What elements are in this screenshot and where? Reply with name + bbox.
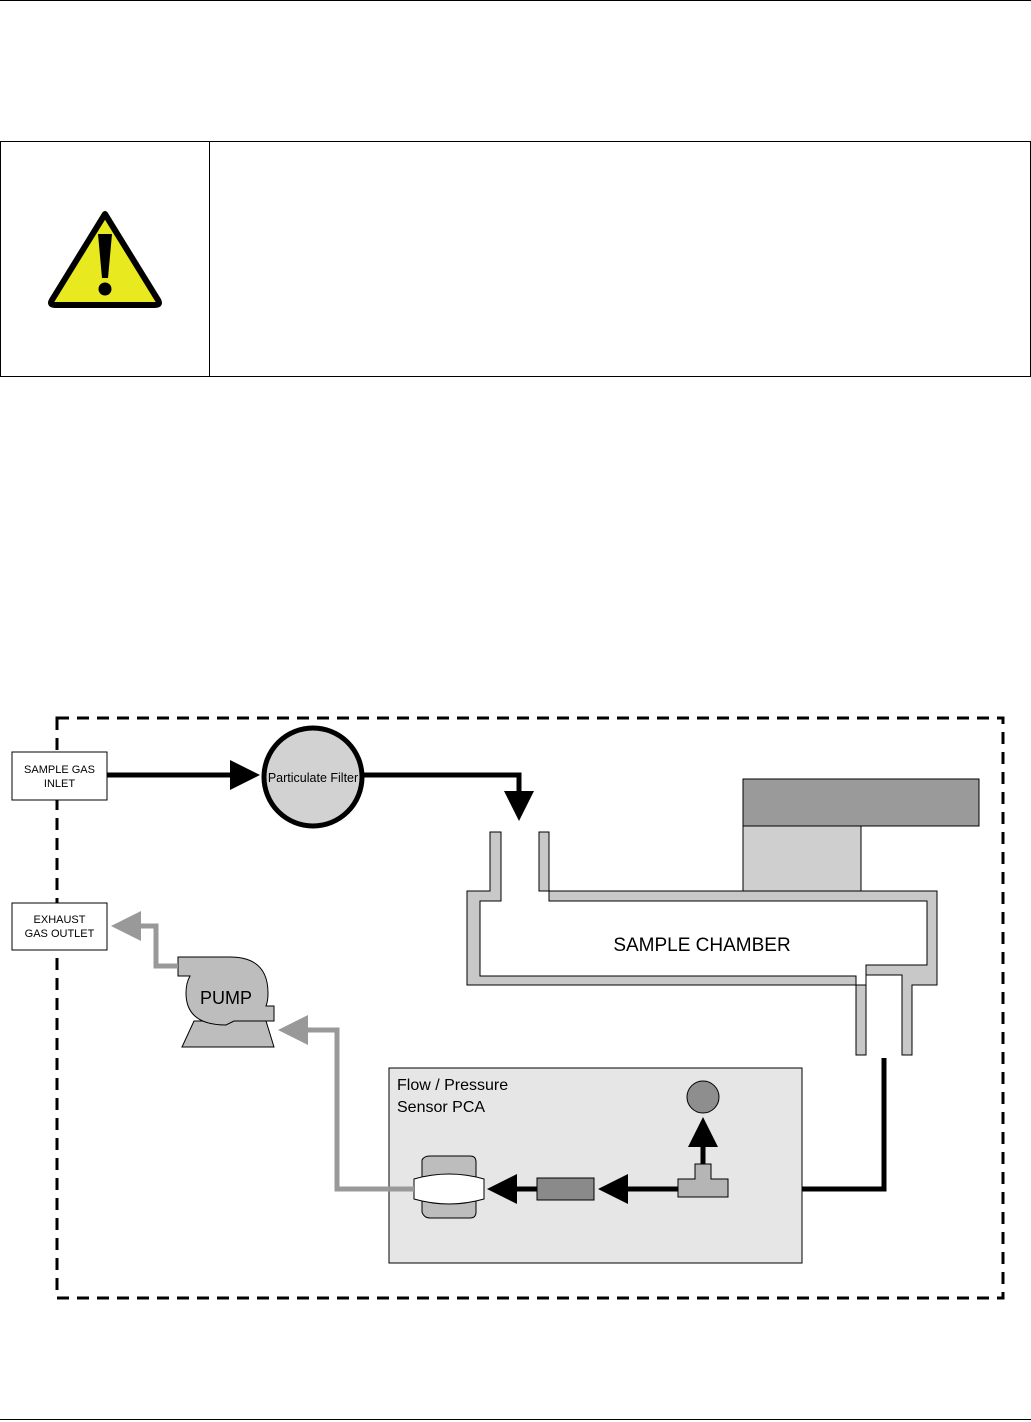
svg-text:Particulate Filter: Particulate Filter	[268, 771, 358, 785]
flow-pressure-sensor-pca: Flow / Pressure Sensor PCA	[388, 1067, 803, 1264]
particulate-filter: Particulate Filter	[261, 725, 365, 829]
exhaust-gas-outlet-label: EXHAUST GAS OUTLET	[11, 902, 108, 951]
svg-text:INLET: INLET	[44, 778, 75, 790]
instrument-boundary	[55, 716, 1005, 1300]
page-top-rule	[0, 0, 1031, 1]
flow-sensor	[536, 1177, 595, 1201]
page-bottom-rule	[0, 1419, 1031, 1420]
detector-housing	[742, 778, 980, 827]
sample-chamber	[466, 831, 938, 1056]
svg-text:PUMP: PUMP	[200, 988, 252, 1008]
svg-text:Sensor PCA: Sensor PCA	[397, 1099, 485, 1116]
tee-fitting	[677, 1163, 729, 1198]
pump-to-exhaust-arrow	[111, 911, 178, 969]
svg-text:Flow / Pressure: Flow / Pressure	[397, 1077, 508, 1094]
warning-box	[0, 141, 1031, 377]
filter-to-chamber-arrow	[362, 772, 534, 821]
svg-text:GAS OUTLET: GAS OUTLET	[25, 928, 95, 940]
sample-gas-inlet-label: SAMPLE GAS INLET	[11, 751, 108, 801]
warning-text-cell	[210, 142, 1030, 376]
flow-orifice	[413, 1155, 485, 1219]
warning-triangle-icon	[48, 211, 162, 308]
warning-icon-cell	[1, 142, 210, 376]
svg-text:SAMPLE GAS: SAMPLE GAS	[24, 764, 95, 776]
orifice-to-pump-arrow	[278, 1015, 414, 1192]
gas-flow-diagram: SAMPLE GAS INLET EXHAUST GAS OUTLET Part…	[11, 716, 1005, 1300]
pump: PUMP	[177, 956, 275, 1048]
sample-chamber-label: SAMPLE CHAMBER	[613, 935, 790, 956]
pressure-sensor	[686, 1080, 720, 1114]
detector-block	[742, 825, 862, 892]
svg-text:EXHAUST: EXHAUST	[34, 914, 86, 926]
